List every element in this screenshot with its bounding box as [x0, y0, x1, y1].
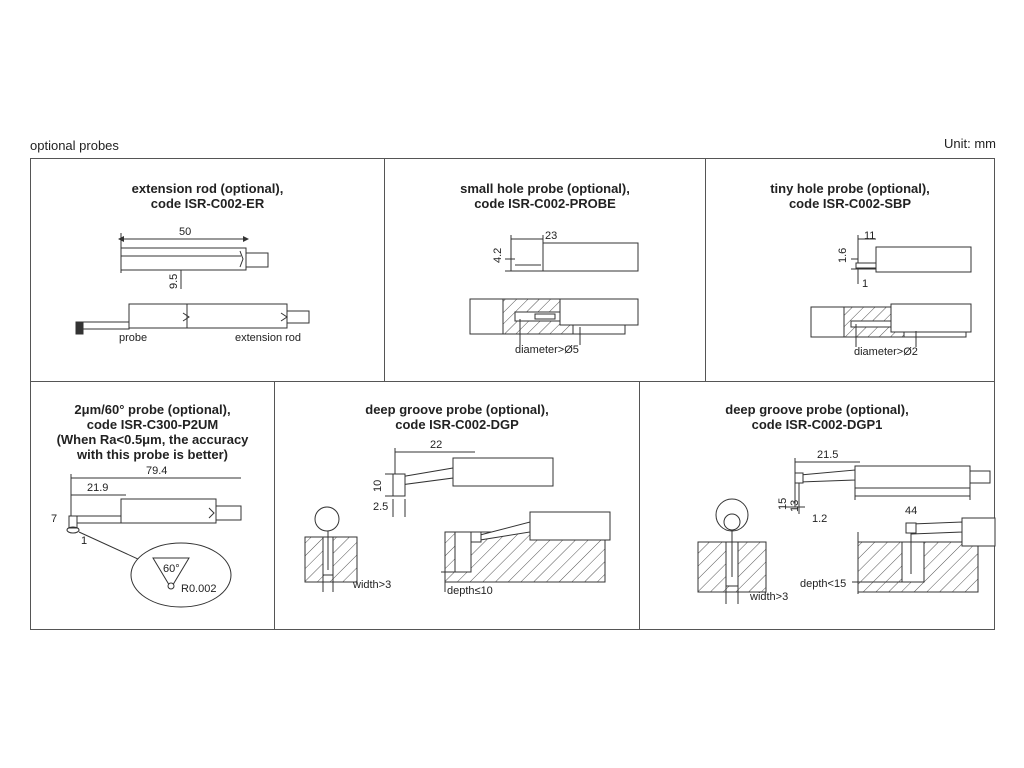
dim-body-length: 44	[905, 505, 917, 517]
panel-title-line: code ISR-C002-DGP	[395, 417, 519, 432]
panel-title-line: code ISR-C002-PROBE	[474, 196, 616, 211]
extension-rod-labels: 50 9.5 probe extension rod	[119, 226, 301, 344]
panel-title: 2μm/60° probe (optional), code ISR-C300-…	[31, 402, 274, 462]
dim-height: 9.5	[168, 274, 180, 289]
dim-height: 7	[51, 513, 57, 525]
dim-length: 23	[545, 230, 557, 242]
2um-probe-drawing: 79.4 21.9 7 1 60° R0.002	[51, 465, 242, 608]
dim-length: 21.5	[817, 449, 838, 461]
dim-length-probe: 21.9	[87, 482, 108, 494]
panel-title-line: code ISR-C300-P2UM	[86, 417, 219, 432]
panel-title-line: (When Ra<0.5μm, the accuracy	[56, 432, 249, 447]
dim-tip: 1	[81, 535, 87, 547]
label-probe: probe	[119, 332, 147, 344]
dim-height: 4.2	[492, 248, 504, 263]
panel-2um-probe: 2μm/60° probe (optional), code ISR-C300-…	[30, 381, 275, 630]
tiny-hole-drawing: 11 1.6 1 diameter>Ø2	[810, 230, 972, 358]
label-width: width>3	[352, 579, 391, 591]
panel-title: small hole probe (optional), code ISR-C0…	[385, 181, 705, 211]
extension-rod-drawing	[75, 233, 310, 335]
dim-length: 22	[430, 439, 442, 451]
panel-title: deep groove probe (optional), code ISR-C…	[275, 402, 639, 432]
panel-title-line: 2μm/60° probe (optional),	[74, 402, 231, 417]
panel-title-line: deep groove probe (optional),	[365, 402, 549, 417]
label-extension-rod: extension rod	[235, 332, 301, 344]
label-diameter: diameter>Ø5	[515, 344, 579, 356]
label-depth: depth≤10	[447, 585, 493, 597]
dim-length: 50	[179, 226, 191, 238]
dim-height-tip: 13	[789, 500, 801, 512]
panel-title-line: code ISR-C002-DGP1	[751, 417, 883, 432]
panel-extension-rod: extension rod (optional), code ISR-C002-…	[30, 158, 385, 382]
panel-title-line: code ISR-C002-ER	[150, 196, 265, 211]
panel-deep-groove-dgp: deep groove probe (optional), code ISR-C…	[274, 381, 640, 630]
probe-grid: extension rod (optional), code ISR-C002-…	[30, 158, 996, 630]
small-hole-drawing: 23 4.2 diameter>Ø5	[469, 230, 639, 356]
dim-height: 1.6	[837, 248, 849, 263]
dim-length: 11	[864, 230, 875, 242]
label-diameter: diameter>Ø2	[854, 346, 918, 358]
dim-probe: 1	[862, 278, 868, 290]
label-depth: depth<15	[800, 578, 846, 590]
panel-deep-groove-dgp1: deep groove probe (optional), code ISR-C…	[639, 381, 996, 630]
dim-height: 10	[372, 480, 384, 492]
label-angle: 60°	[163, 563, 180, 575]
dim-tip: 1.2	[812, 513, 827, 525]
panel-small-hole-probe: small hole probe (optional), code ISR-C0…	[384, 158, 706, 382]
panel-title-line: with this probe is better)	[77, 447, 228, 462]
panel-title: deep groove probe (optional), code ISR-C…	[640, 402, 994, 432]
dgp1-drawing: 21.5 44 15 13 1.2 width>3 depth<15	[697, 449, 996, 604]
dim-height-total: 15	[777, 498, 789, 510]
dim-tip: 2.5	[373, 501, 388, 513]
panel-tiny-hole-probe: tiny hole probe (optional), code ISR-C00…	[705, 158, 995, 382]
panel-title-line: deep groove probe (optional),	[725, 402, 909, 417]
panel-title: tiny hole probe (optional), code ISR-C00…	[706, 181, 994, 211]
panel-title: extension rod (optional), code ISR-C002-…	[31, 181, 384, 211]
dgp-drawing: 22 10 2.5 width>3 depth≤10	[304, 439, 611, 597]
label-radius: R0.002	[181, 583, 216, 595]
panel-title-line: tiny hole probe (optional),	[770, 181, 930, 196]
section-title: optional probes	[30, 138, 119, 153]
panel-title-line: extension rod (optional),	[131, 181, 284, 196]
panel-title-line: small hole probe (optional),	[460, 181, 630, 196]
panel-title-line: code ISR-C002-SBP	[788, 196, 912, 211]
dim-length-total: 79.4	[146, 465, 167, 477]
label-width: width>3	[749, 591, 788, 603]
unit-label: Unit: mm	[944, 136, 996, 151]
